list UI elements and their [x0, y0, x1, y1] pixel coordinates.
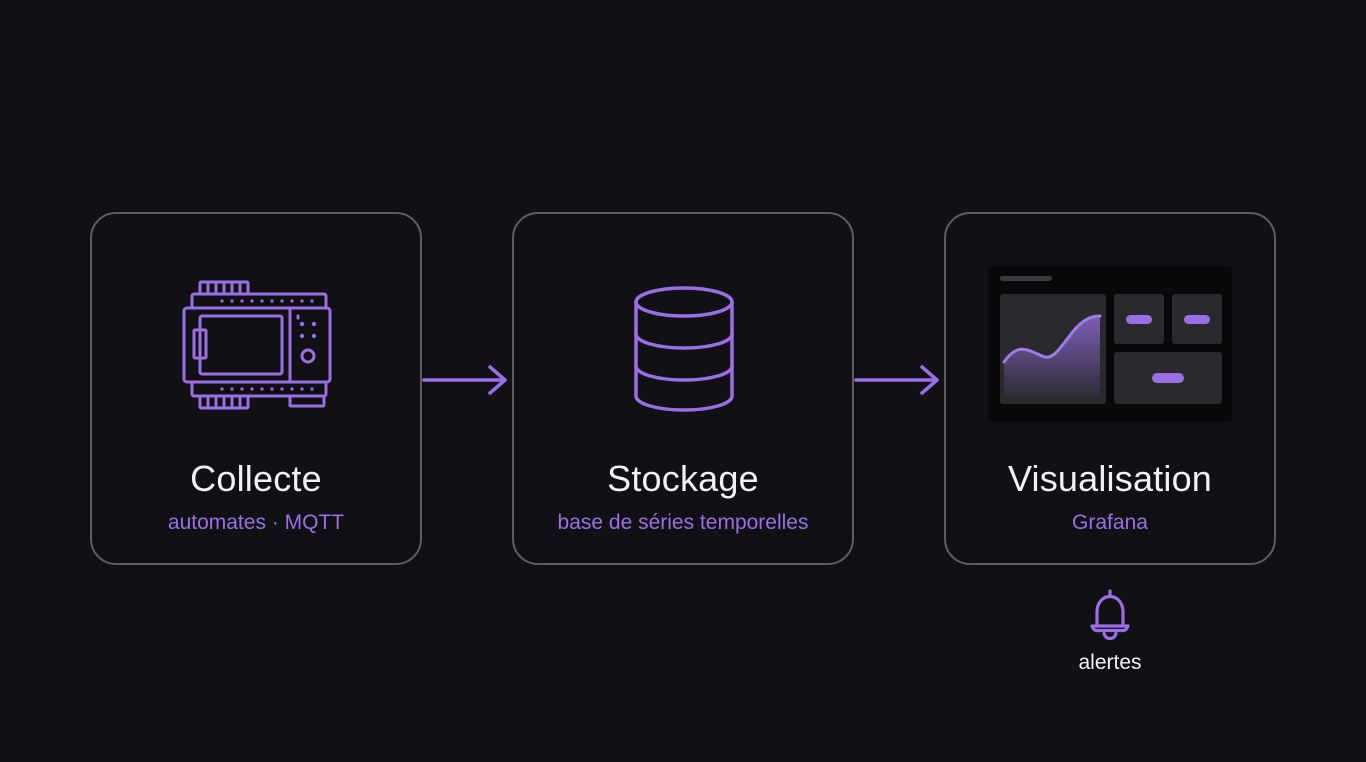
flow-arrow-icon	[854, 365, 939, 395]
alerts-indicator: alertes	[1060, 588, 1160, 678]
stage-title: Collecte	[190, 458, 322, 499]
alerts-label: alertes	[1078, 651, 1142, 674]
plc-controller-icon	[182, 280, 332, 416]
stage-card-stockage: Stockage base de séries temporelles	[512, 212, 854, 565]
flow-arrow-icon	[422, 365, 507, 395]
stage-title: Visualisation	[1007, 458, 1213, 499]
stage-card-visualisation: Visualisation Grafana	[944, 212, 1276, 565]
stage-subtitle: automates · MQTT	[167, 511, 345, 534]
stage-subtitle: Grafana	[1072, 511, 1148, 534]
stage-title: Stockage	[607, 458, 759, 499]
stage-card-collecte: Collecte automates · MQTT	[90, 212, 422, 565]
database-icon	[632, 284, 736, 414]
dashboard-icon	[988, 264, 1234, 424]
stage-subtitle: base de séries temporelles	[557, 511, 809, 534]
bell-icon	[1090, 589, 1130, 641]
